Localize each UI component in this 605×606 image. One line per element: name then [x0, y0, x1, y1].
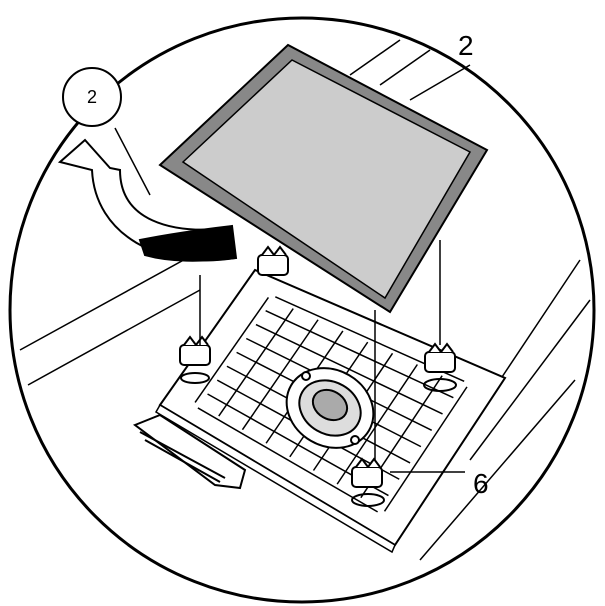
cover-panel [158, 43, 489, 314]
background-lines [19, 39, 591, 561]
removal-arrow-icon [57, 138, 238, 262]
clips [179, 245, 457, 507]
clip-icon [424, 342, 456, 373]
grid-line [255, 323, 443, 415]
grid-line [336, 364, 418, 485]
leader-lines [199, 240, 465, 473]
speaker [285, 367, 375, 449]
grid-line [383, 386, 468, 512]
clip-icon [257, 245, 289, 276]
grid-line [197, 407, 378, 513]
callout-clip: 6 [473, 468, 489, 499]
grid-line [265, 310, 454, 399]
step-number-badge: 2 [62, 67, 122, 127]
connector-tab [132, 413, 247, 490]
clip-icon [179, 335, 211, 366]
clip-icon [351, 457, 383, 488]
grid-line [194, 296, 270, 403]
callout-cover-panel: 2 [458, 30, 474, 61]
